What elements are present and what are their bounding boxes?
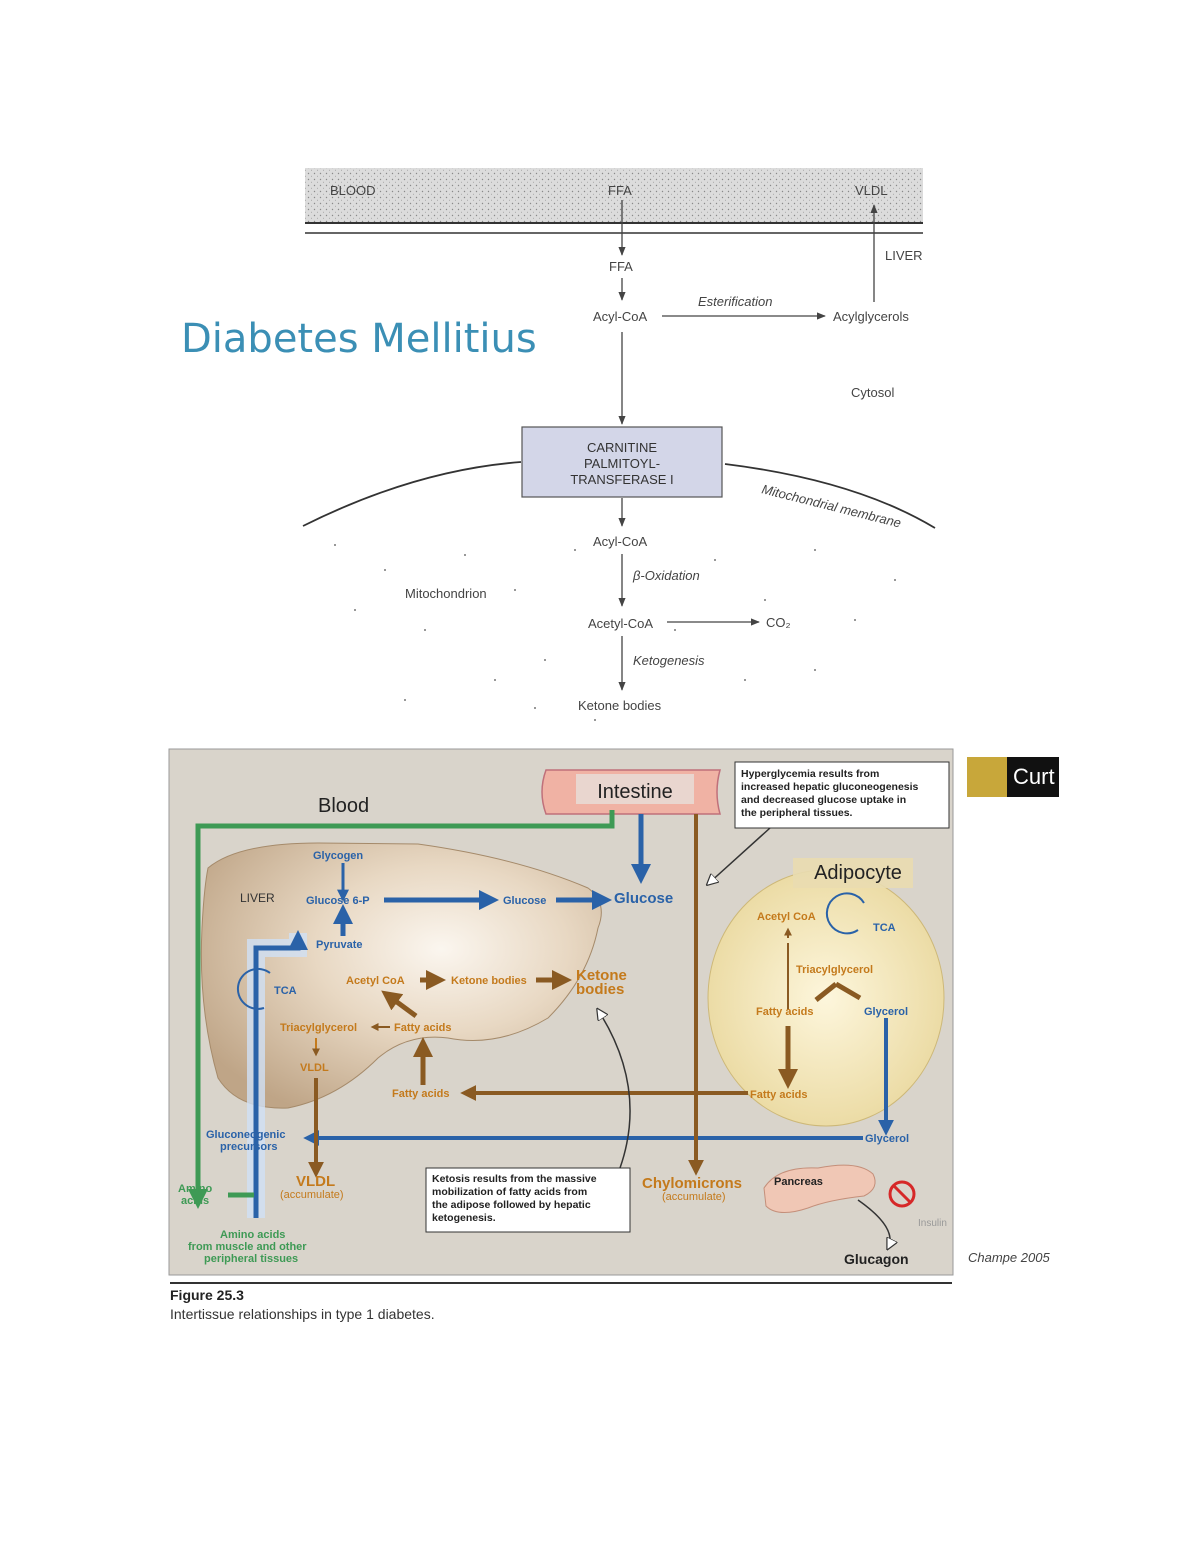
glucose-small-label: Glucose — [503, 895, 546, 907]
glucose6p-label: Glucose 6-P — [306, 895, 370, 907]
beta-oxidation-label: β-Oxidation — [632, 568, 700, 583]
crest-icon — [967, 757, 1007, 797]
chylomicrons-label: Chylomicrons — [642, 1175, 742, 1192]
gluconeogenic-line2: precursors — [220, 1141, 277, 1153]
intestine-label: Intestine — [597, 781, 673, 803]
esterification-label: Esterification — [698, 294, 772, 309]
cpt-line-2: PALMITOYL- — [584, 456, 660, 471]
fatty-acids-right-label: Fatty acids — [750, 1089, 807, 1101]
mitochondrion-label: Mitochondrion — [405, 586, 487, 601]
mitochondrial-membrane-curve — [302, 461, 936, 529]
amino-sources-line1: Amino acids — [220, 1229, 285, 1241]
cpt-enzyme-box — [521, 426, 723, 498]
ketone-bodies-label: Ketone bodies — [578, 698, 662, 713]
fatty-acids-liver-label: Fatty acids — [394, 1022, 451, 1034]
hyperglycemia-callout-text: Hyperglycemia results from increased hep… — [741, 768, 921, 819]
ketone-bodies-big-line2: bodies — [576, 981, 624, 998]
ketone-bodies-big-line1: Ketone — [576, 967, 627, 984]
blood-label: BLOOD — [330, 183, 376, 198]
curtin-logo: Curt — [967, 757, 1059, 797]
pyruvate-label: Pyruvate — [316, 939, 362, 951]
vldl-big-label: VLDL — [296, 1173, 335, 1190]
gluconeogenic-line1: Gluconeogenic — [206, 1129, 285, 1141]
co2-label: CO₂ — [766, 615, 791, 630]
liver-label: LIVER — [885, 248, 923, 263]
fatty-acids-adipocyte-label: Fatty acids — [756, 1006, 813, 1018]
amino-acids-line2: acids — [181, 1195, 209, 1207]
adipocyte-label: Adipocyte — [814, 862, 902, 884]
ffa-label: FFA — [609, 259, 633, 274]
acetyl-coa-liver-label: Acetyl CoA — [346, 975, 405, 987]
cpt-line-1: CARNITINE — [587, 440, 657, 455]
logo-text: Curt — [1007, 757, 1059, 797]
insulin-label: Insulin — [918, 1218, 947, 1229]
glucose-big-label: Glucose — [614, 890, 673, 907]
vldl-liver-label: VLDL — [300, 1062, 329, 1074]
amino-sources-line2: from muscle and other — [188, 1241, 307, 1253]
mitochondrial-membrane-label: Mitochondrial membrane — [760, 481, 902, 530]
glucagon-label: Glucagon — [844, 1251, 909, 1267]
triacylglycerol-liver-label: Triacylglycerol — [280, 1022, 357, 1034]
tca-adipocyte-label: TCA — [873, 922, 896, 934]
ffa-blood-label: FFA — [608, 183, 632, 198]
glycerol-adipocyte-label: Glycerol — [864, 1006, 908, 1018]
ketosis-callout — [425, 1167, 631, 1233]
amino-sources-line3: peripheral tissues — [204, 1253, 298, 1265]
type1-diabetes-diagram: Intestine Blood Hyperglycemia results fr… — [168, 748, 954, 1276]
ketogenesis-label: Ketogenesis — [633, 653, 705, 668]
chylomicrons-accumulate-label: (accumulate) — [662, 1191, 726, 1203]
vldl-blood-label: VLDL — [855, 183, 888, 198]
blood-band — [305, 168, 923, 223]
acetyl-coa-label: Acetyl-CoA — [588, 616, 653, 631]
blood-label: Blood — [318, 795, 369, 817]
ketosis-callout-text: Ketosis results from the massive mobiliz… — [432, 1173, 600, 1224]
page-title: Diabetes Mellitius — [181, 316, 537, 362]
fatty-acids-mid-label: Fatty acids — [392, 1088, 449, 1100]
triacylglycerol-adipocyte-label: Triacylglycerol — [796, 964, 873, 976]
figure-label: Figure 25.3 — [170, 1287, 244, 1303]
no-insulin-icon — [888, 1180, 916, 1208]
glycerol-blood-label: Glycerol — [865, 1133, 909, 1145]
acyl-coa-label-1: Acyl-CoA — [593, 309, 648, 324]
tca-liver-label: TCA — [274, 985, 297, 997]
acetyl-coa-adipocyte-label: Acetyl CoA — [757, 911, 816, 923]
figure-caption: Intertissue relationships in type 1 diab… — [170, 1306, 435, 1322]
liver-shape — [200, 842, 602, 1109]
ketone-bodies-small-label: Ketone bodies — [451, 975, 527, 987]
pancreas-organ — [763, 1164, 876, 1213]
liver-label: LIVER — [240, 891, 275, 905]
vldl-accumulate-label: (accumulate) — [280, 1189, 344, 1201]
amino-acids-path — [188, 810, 615, 1209]
hyperglycemia-callout — [734, 761, 950, 829]
glycogen-label: Glycogen — [313, 850, 363, 862]
cpt-line-3: TRANSFERASE I — [570, 472, 673, 487]
adipocyte-cell — [707, 869, 945, 1127]
cytosol-label: Cytosol — [851, 385, 894, 400]
pancreas-label: Pancreas — [774, 1176, 823, 1188]
acyl-coa-label-2: Acyl-CoA — [593, 534, 648, 549]
amino-acids-line1: Amino — [178, 1183, 213, 1195]
mitochondrion-dots — [334, 544, 896, 721]
figure-rule — [170, 1282, 952, 1284]
fatty-acid-metabolism-diagram: BLOOD FFA VLDL FFA LIVER Acyl-CoA Esteri… — [302, 168, 936, 721]
figure-credit: Champe 2005 — [968, 1250, 1050, 1265]
acylglycerols-label: Acylglycerols — [833, 309, 909, 324]
